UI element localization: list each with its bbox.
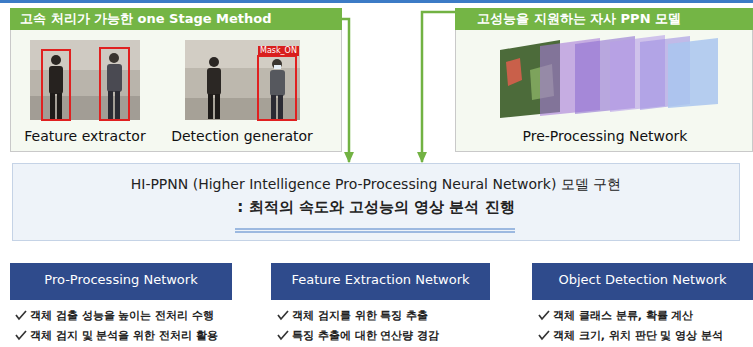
panel-fill <box>10 8 342 152</box>
panel-header: 고속 처리가 가능한 one Stage Method <box>10 8 342 30</box>
summary-subtitle: : 최적의 속도와 고성능의 영상 분석 진행 <box>13 197 739 217</box>
network-title: Object Detection Network <box>532 263 753 297</box>
panel-header: 고성능을 지원하는 자사 PPN 모델 <box>455 8 753 30</box>
panel: 고속 처리가 가능한 one Stage MethodFeature extra… <box>10 8 342 152</box>
summary-title: HI-PPNN (Higher Intelligence Pro-Process… <box>13 175 739 193</box>
network-title: Pro-Processing Network <box>10 263 232 297</box>
network-title: Feature Extraction Network <box>271 263 490 297</box>
detection-tag: Mask_ON <box>258 46 299 56</box>
street-photo <box>30 40 140 120</box>
caption: Feature extractor <box>24 128 145 145</box>
flow-arrow <box>342 19 349 162</box>
underline <box>235 232 515 233</box>
bullet-text: 객체 크기, 위치 판단 및 영상 분석 <box>553 329 723 343</box>
bullet-text: 객체 클래스 분류, 확률 계산 <box>553 309 694 323</box>
bullet-text: 객체 검출 성능을 높이는 전처리 수행 <box>30 309 214 323</box>
summary-box: HI-PPNN (Higher Intelligence Pro-Process… <box>12 163 740 241</box>
caption: Pre-Processing Network <box>523 128 688 145</box>
network-box: Pro-Processing Network <box>10 263 232 300</box>
bullet-text: 객체 검지 및 분석을 위한 전처리 활용 <box>30 329 218 343</box>
network-layers <box>500 35 718 118</box>
panel-fill <box>455 8 753 152</box>
flow-arrow <box>422 12 455 162</box>
caption: Detection generator <box>171 128 313 145</box>
street-photo <box>185 40 300 120</box>
summary-fill <box>12 163 740 241</box>
bullet-text: 객체 검지를 위한 특징 추출 <box>292 309 428 323</box>
network-box: Feature Extraction Network <box>271 263 490 300</box>
underline <box>235 229 515 230</box>
network-box: Object Detection Network <box>532 263 753 300</box>
top-rule <box>0 0 753 3</box>
bullet-text: 특징 추출에 대한 연산량 경감 <box>292 329 439 343</box>
panel: 고성능을 지원하는 자사 PPN 모델 Pre-Processing Networ… <box>455 8 753 152</box>
